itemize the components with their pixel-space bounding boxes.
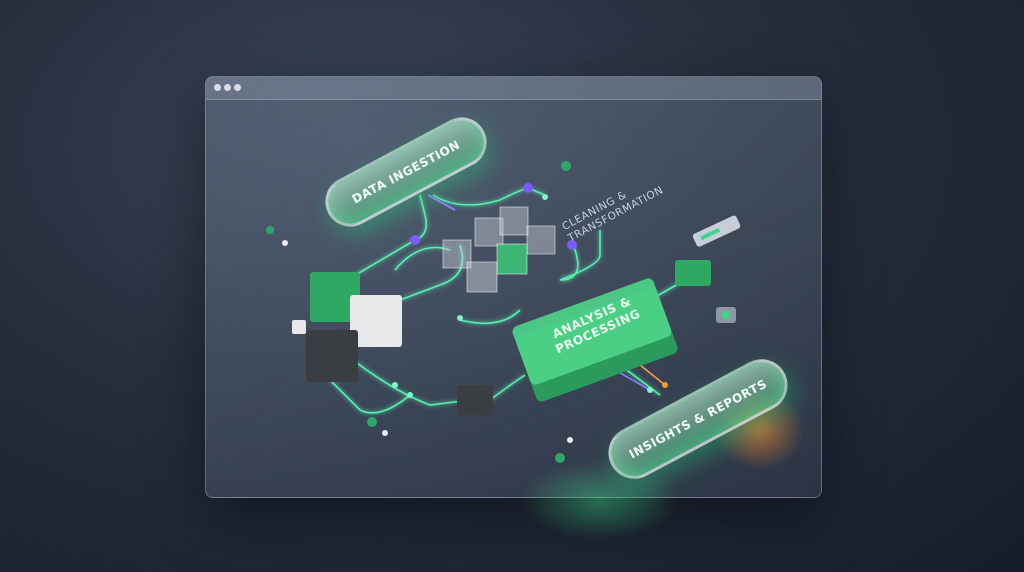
window-titlebar <box>206 77 821 100</box>
glass-cube <box>442 239 472 269</box>
green-cube <box>310 272 360 322</box>
glass-cube <box>466 261 498 293</box>
cleaning-cubes <box>442 206 556 293</box>
dark-cube <box>306 330 358 382</box>
node-dot <box>567 240 577 250</box>
connector-line <box>459 309 521 325</box>
green-cube <box>496 243 528 275</box>
green-glow <box>520 460 680 540</box>
small-white-cube <box>292 320 306 334</box>
node-dot <box>382 430 388 436</box>
node-dot <box>647 387 653 393</box>
connector-line <box>427 194 456 211</box>
nodes <box>266 161 668 463</box>
chat-bubble-icon <box>692 215 741 247</box>
window-control-dot[interactable] <box>214 84 221 91</box>
connector-line <box>639 364 666 386</box>
node-dot <box>266 226 274 234</box>
window-control-dot[interactable] <box>234 84 241 91</box>
node-dot <box>392 382 398 388</box>
connector-line <box>339 349 471 406</box>
node-dot <box>457 315 463 321</box>
dark-cube <box>457 385 493 415</box>
connector-line <box>394 246 451 271</box>
connector-line <box>559 230 601 281</box>
analysis-block <box>512 278 678 402</box>
node-dot <box>561 161 571 171</box>
white-cube <box>350 295 402 347</box>
window-control-dot[interactable] <box>224 84 231 91</box>
connector-line <box>614 369 651 391</box>
node-dot <box>523 183 533 193</box>
glass-cube <box>526 225 556 255</box>
node-dot <box>555 453 565 463</box>
browser-window <box>205 76 822 498</box>
node-dot <box>410 235 420 245</box>
node-dot <box>722 311 730 319</box>
green-cube <box>675 260 711 286</box>
node-dot <box>662 382 668 388</box>
node-dot <box>567 437 573 443</box>
node-dot <box>542 194 548 200</box>
glass-cube <box>474 217 504 247</box>
node-dot <box>367 417 377 427</box>
connector-line <box>399 244 464 301</box>
connector-line <box>559 244 579 281</box>
node-dot <box>282 240 288 246</box>
glass-cube <box>499 206 529 236</box>
node-dot <box>407 392 413 398</box>
connector-line <box>319 369 411 414</box>
decor-cubes <box>292 215 741 415</box>
connector-line <box>489 374 526 401</box>
